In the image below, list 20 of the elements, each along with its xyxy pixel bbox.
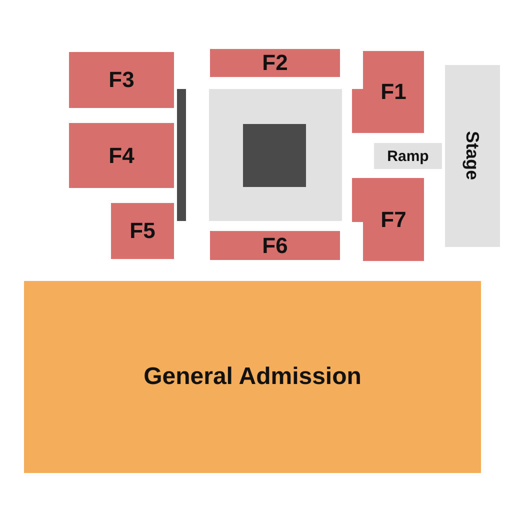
section-label: Stage — [464, 131, 482, 181]
section-block — [352, 51, 424, 133]
section-label: F2 — [262, 52, 288, 74]
section-label: F1 — [380, 81, 406, 103]
section-label: F4 — [108, 144, 134, 166]
section-label: Ramp — [387, 148, 429, 164]
section-block — [69, 52, 174, 108]
section-block — [352, 178, 424, 261]
section-block — [111, 203, 174, 259]
ramp-area — [374, 143, 442, 169]
section-label: F3 — [108, 69, 134, 91]
stage-area — [445, 65, 500, 247]
general-admission-area — [24, 281, 481, 473]
section-block — [69, 123, 174, 188]
section-label: General Admission — [144, 365, 362, 389]
section-label: F7 — [380, 208, 406, 230]
section-label: F6 — [262, 234, 288, 256]
section-block — [210, 231, 340, 260]
section-block — [210, 49, 340, 77]
section-label: F5 — [130, 220, 156, 242]
